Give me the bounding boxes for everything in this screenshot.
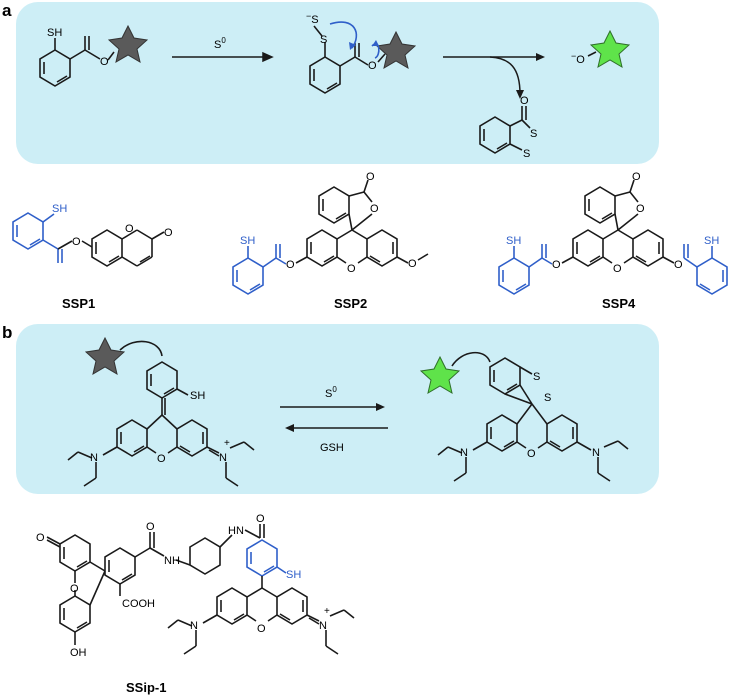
o-star-bond bbox=[587, 51, 597, 57]
curved-arrow-head bbox=[372, 40, 379, 46]
s-label: S bbox=[320, 34, 327, 46]
ssp2-sh-label: SH bbox=[240, 235, 255, 247]
ssip-oh-label: OH bbox=[70, 647, 87, 659]
ssip-carbonyl-o-label: O bbox=[36, 532, 45, 544]
ssip-amine-n-label: N bbox=[190, 620, 198, 632]
ssp1-sh-label: SH bbox=[52, 203, 67, 215]
ssip-sh-label: SH bbox=[286, 569, 301, 581]
ssip-amide-o-label-2: O bbox=[256, 513, 265, 525]
ssp1-ring-o-label: O bbox=[125, 223, 134, 235]
ssp1-carbonyl-o-label: O bbox=[164, 227, 173, 239]
equilibrium-arrows bbox=[280, 406, 388, 429]
ssp4-sh-label-1: SH bbox=[506, 235, 521, 247]
o-minus-label: −O bbox=[571, 51, 585, 66]
ssp2-ring-o-label: O bbox=[370, 203, 379, 215]
s-minus-label: −S bbox=[306, 11, 319, 26]
ssip-cooh-label: COOH bbox=[122, 598, 155, 610]
ssp4-structure bbox=[498, 179, 728, 295]
reaction-arrow-2 bbox=[443, 56, 541, 95]
panel-b-background bbox=[16, 324, 659, 494]
ssp4-lactone-o-label: O bbox=[632, 171, 641, 183]
ssp2-xanthene-o-label: O bbox=[347, 263, 356, 275]
star-icon bbox=[375, 30, 417, 70]
panel-a-background bbox=[16, 2, 659, 164]
star-icon bbox=[107, 24, 149, 64]
panel-a-label: a bbox=[2, 1, 12, 20]
dithiole-s-label-1: S bbox=[533, 371, 540, 383]
linker-curve bbox=[451, 351, 491, 367]
ssp4-ring-o-label: O bbox=[636, 203, 645, 215]
sh-label: SH bbox=[47, 27, 62, 39]
carbonyl-o-label: O bbox=[520, 95, 529, 107]
ester-o-label-2: O bbox=[368, 60, 377, 72]
probe-sh-label: SH bbox=[190, 390, 205, 402]
ssip-plus-label: + bbox=[324, 606, 330, 617]
green-star-icon bbox=[589, 29, 631, 69]
ester-o-label: O bbox=[100, 56, 109, 68]
reaction-arrow-2-head bbox=[536, 53, 545, 61]
ssp2-structure bbox=[232, 179, 429, 295]
product-amine-n-label-1: N bbox=[460, 447, 468, 459]
rhodamine-thiol-probe bbox=[67, 361, 255, 487]
persulfide-intermediate bbox=[309, 25, 386, 94]
ssip-rhodamine-o-label: O bbox=[257, 623, 266, 635]
forward-arrow-head bbox=[376, 403, 385, 411]
green-star-icon bbox=[419, 355, 461, 395]
ssp4-ester-o-label-2: O bbox=[674, 259, 683, 271]
forward-reagent: S0 bbox=[325, 385, 337, 400]
ssp1-structure bbox=[12, 212, 165, 267]
sulfane-sulfur-reagent: S0 bbox=[214, 36, 226, 51]
spiro-dithiole-product bbox=[437, 357, 629, 482]
dithiole-s-label-2: S bbox=[544, 392, 551, 404]
reverse-arrow-head bbox=[285, 424, 294, 432]
reaction-arrow-1 bbox=[172, 51, 274, 63]
ssp1-o-label: O bbox=[72, 236, 81, 248]
ssip-amide-o-label-1: O bbox=[146, 521, 155, 533]
ssip-nh-label-1: NH bbox=[164, 555, 180, 567]
benzodithiolone bbox=[479, 106, 531, 154]
ssp2-ester-o-label: O bbox=[286, 259, 295, 271]
ssip-xanthene-o-label: O bbox=[70, 583, 79, 595]
ssip-1-structure bbox=[46, 524, 355, 655]
probe-name-ssp1: SSP1 bbox=[62, 296, 95, 311]
reverse-reagent: GSH bbox=[320, 442, 344, 454]
ssp2-methoxy-o-label: O bbox=[408, 258, 417, 270]
ssip-nh-label-2: HN bbox=[228, 525, 244, 537]
ssp4-ester-o-label-1: O bbox=[552, 259, 561, 271]
ssp4-sh-label-2: SH bbox=[704, 235, 719, 247]
iminium-plus-label: + bbox=[224, 438, 230, 449]
panel-b-label: b bbox=[2, 323, 12, 342]
ssp2-lactone-o-label: O bbox=[366, 171, 375, 183]
star-icon bbox=[84, 336, 126, 376]
ssp4-xanthene-o-label: O bbox=[613, 263, 622, 275]
curved-arrow-head bbox=[349, 42, 356, 50]
amine-n-label: N bbox=[90, 452, 98, 464]
thiosalicylate-ester bbox=[39, 36, 115, 87]
s-label-ring-1: S bbox=[530, 128, 537, 140]
xanthene-o-label: O bbox=[157, 453, 166, 465]
probe-name-ssp4: SSP4 bbox=[602, 296, 636, 311]
probe-name-ssip-1: SSip-1 bbox=[126, 680, 166, 695]
probe-name-ssp2: SSP2 bbox=[334, 296, 367, 311]
s-label-ring-2: S bbox=[523, 148, 530, 160]
linker-curve bbox=[119, 340, 163, 357]
branch-arrow-head bbox=[516, 90, 524, 99]
product-amine-n-label-2: N bbox=[592, 447, 600, 459]
product-xanthene-o-label: O bbox=[527, 448, 536, 460]
iminium-n-label: N bbox=[219, 452, 227, 464]
ssip-iminium-n-label: N bbox=[319, 620, 327, 632]
